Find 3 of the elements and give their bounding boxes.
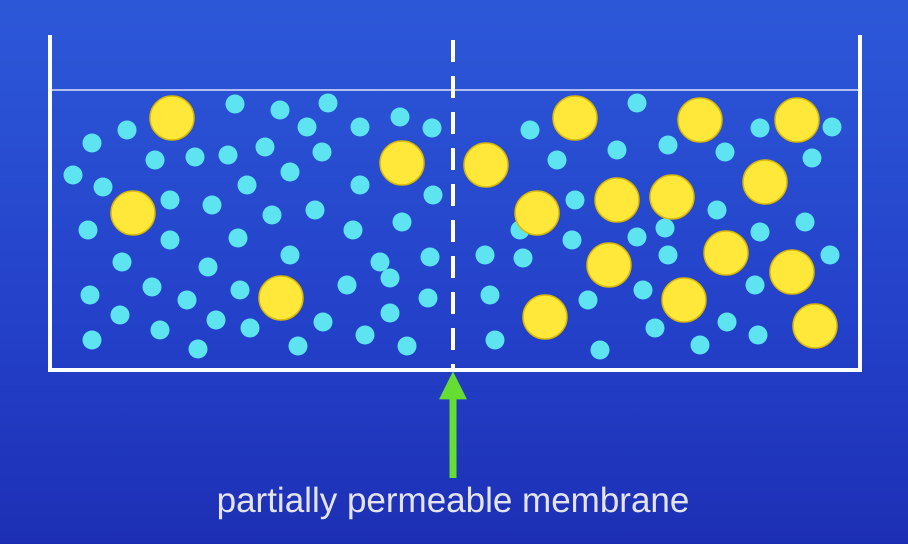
dashed-membrane-line bbox=[449, 40, 457, 370]
arrow bbox=[439, 371, 467, 478]
membrane-label: partially permeable membrane bbox=[216, 476, 690, 526]
